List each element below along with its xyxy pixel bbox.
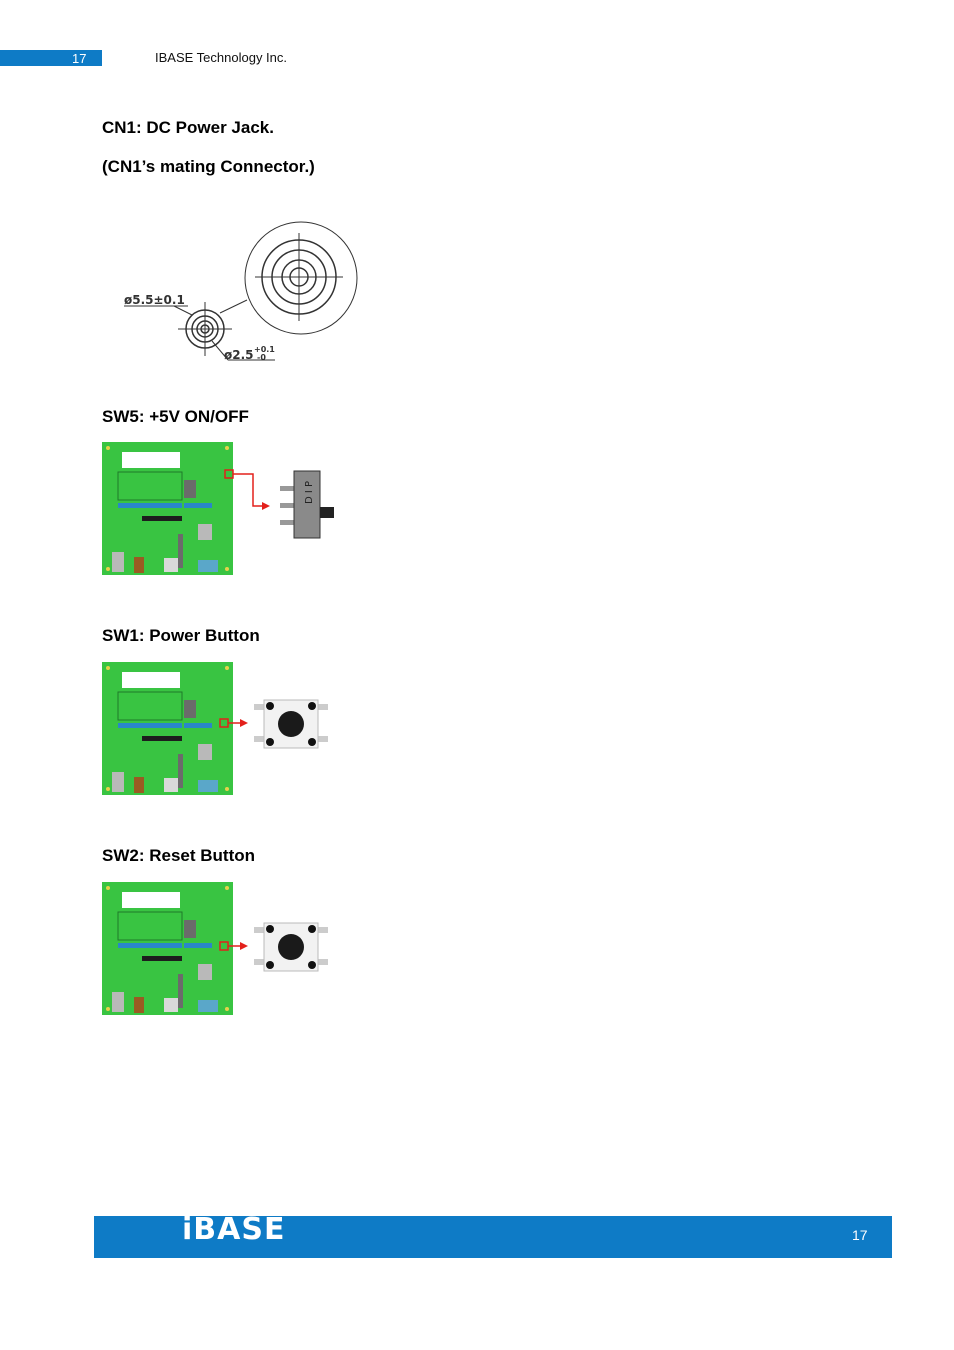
dc-jack-diagram: ø5.5±0.1 ø2.5 +0.1 -0 <box>124 221 358 362</box>
sw1-diagram <box>102 662 328 795</box>
push-button-image <box>254 922 328 972</box>
dip-label: D I P <box>304 481 315 504</box>
dim-tolerance-upper: +0.1 <box>254 345 275 354</box>
sw2-title: SW2: Reset Button <box>102 846 255 865</box>
sw2-diagram <box>102 882 328 1015</box>
sw5-diagram: D I P <box>102 442 334 575</box>
board-image <box>102 882 233 1015</box>
dip-switch-image: D I P <box>280 470 334 539</box>
board-image <box>102 662 233 795</box>
cn1-title: CN1: DC Power Jack. <box>102 118 274 137</box>
dim-outer-label: ø5.5±0.1 <box>124 293 185 307</box>
ibase-logo: iBASE <box>182 1212 286 1247</box>
footer-bar: iBASE 17 <box>94 1212 892 1258</box>
pointer-arrow <box>233 473 262 507</box>
header-page-bar <box>0 50 102 66</box>
cn1-subtitle: (CN1’s mating Connector.) <box>102 157 315 176</box>
board-image <box>102 442 233 575</box>
sw5-title: SW5: +5V ON/OFF <box>102 407 249 426</box>
footer-page-number: 17 <box>852 1227 868 1243</box>
dim-inner-label: ø2.5 <box>224 348 254 362</box>
header-company-name: IBASE Technology Inc. <box>155 50 288 65</box>
sw1-title: SW1: Power Button <box>102 626 260 645</box>
header-page-number: 17 <box>72 51 87 66</box>
dim-tolerance-lower: -0 <box>257 353 266 362</box>
push-button-image <box>254 699 328 749</box>
